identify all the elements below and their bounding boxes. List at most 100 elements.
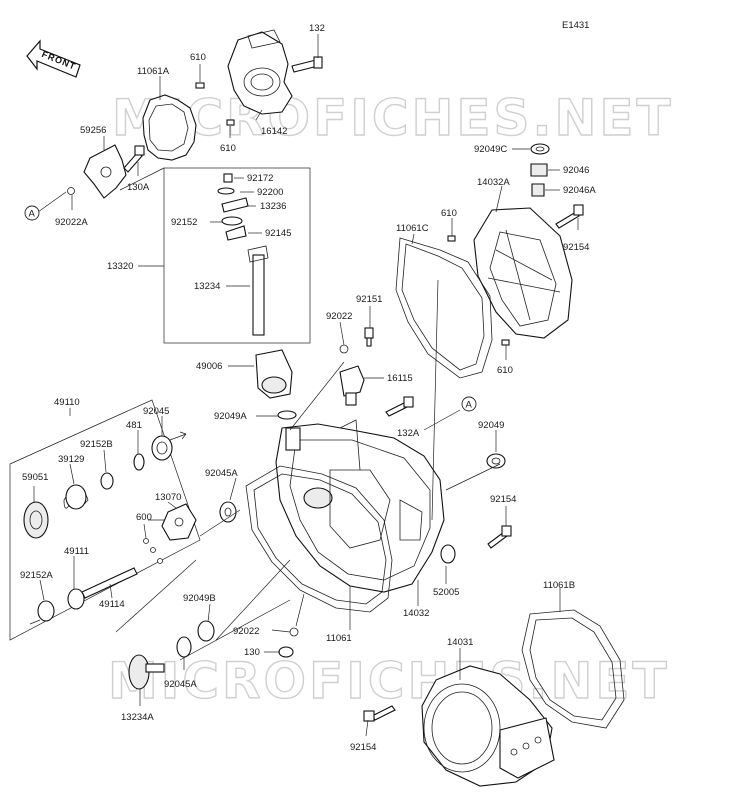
label-49111: 49111 xyxy=(64,546,89,557)
impeller xyxy=(83,144,127,199)
bearing-92046a xyxy=(531,183,545,197)
watermark-top: MICROFICHES.NET xyxy=(112,89,674,147)
balls-600 xyxy=(143,538,163,564)
label-39129: 39129 xyxy=(58,454,84,465)
label-11061: 11061 xyxy=(326,633,352,644)
label-92022b: 92022 xyxy=(233,626,259,637)
label-132a: 132A xyxy=(397,428,420,439)
label-92152a: 92152A xyxy=(20,570,53,581)
label-92154b: 92154 xyxy=(490,494,516,505)
label-16115: 16115 xyxy=(387,373,413,384)
label-92045a-bot: 92045A xyxy=(164,679,197,690)
label-13234a: 13234A xyxy=(121,712,154,723)
assembly-box-49110 xyxy=(9,399,201,641)
label-610d: 610 xyxy=(497,365,513,376)
water-pump-cover xyxy=(227,29,293,115)
label-49110: 49110 xyxy=(54,397,80,408)
label-92022: 92022 xyxy=(326,311,352,322)
seal-52005 xyxy=(440,544,456,564)
dowel-pin-610 xyxy=(195,82,205,89)
label-92022a: 92022A xyxy=(55,217,88,228)
watermark-bottom: MICROFICHES.NET xyxy=(108,652,670,710)
part-labels: 132 610 11061A 16142 610 59256 130A 9202… xyxy=(20,23,596,753)
label-13234: 13234 xyxy=(194,281,220,292)
clutch-cover-14032a xyxy=(473,207,573,339)
washer-92022 xyxy=(339,344,349,354)
label-130: 130 xyxy=(244,647,260,658)
water-pump-cover-gasket xyxy=(142,94,197,161)
label-92200: 92200 xyxy=(257,187,283,198)
label-610c: 610 xyxy=(441,208,457,219)
impeller-13070 xyxy=(161,503,197,541)
seal-92045a-mid xyxy=(219,501,237,523)
label-92145: 92145 xyxy=(265,228,291,239)
seal-92045 xyxy=(151,435,173,461)
label-92154c: 92154 xyxy=(350,742,376,753)
spring-39129 xyxy=(63,484,89,510)
label-11061c: 11061C xyxy=(396,223,429,234)
label-92045a-top: 92045A xyxy=(205,468,238,479)
assembly-box-13320 xyxy=(163,167,311,344)
label-13320: 13320 xyxy=(107,261,133,272)
bolt-92154b xyxy=(487,525,512,549)
label-92049c: 92049C xyxy=(474,144,507,155)
dowel-610d xyxy=(501,339,510,346)
cap-16115 xyxy=(339,365,365,406)
label-481: 481 xyxy=(126,420,142,431)
washer-92152a xyxy=(37,600,55,622)
label-92152: 92152 xyxy=(171,217,197,228)
bolt-92154a xyxy=(555,204,584,229)
label-92152b: 92152B xyxy=(80,439,113,450)
washer-92022a xyxy=(67,187,75,195)
label-13236: 13236 xyxy=(260,201,286,212)
gear-13234a xyxy=(128,654,165,690)
holder-49111 xyxy=(67,588,85,610)
gear-59051 xyxy=(23,501,49,539)
bolt-92151 xyxy=(364,327,374,347)
label-16142: 16142 xyxy=(261,126,287,137)
leader-lines xyxy=(33,34,579,737)
diagram-code: E1431 xyxy=(562,20,589,31)
seal-92045a-bot xyxy=(176,636,192,658)
label-92049b: 92049B xyxy=(183,593,216,604)
label-59256: 59256 xyxy=(80,125,106,136)
label-132: 132 xyxy=(309,23,325,34)
label-11061a: 11061A xyxy=(137,66,170,77)
label-59051: 59051 xyxy=(22,472,48,483)
label-610: 610 xyxy=(190,52,206,63)
seal-92049b xyxy=(197,620,215,642)
front-arrow-icon: FRONT xyxy=(26,39,81,78)
gasket-11061c xyxy=(395,237,493,379)
shaft-parts xyxy=(217,173,249,241)
gasket-11061 xyxy=(245,465,393,613)
label-92049: 92049 xyxy=(478,420,504,431)
svg-text:A: A xyxy=(466,400,473,411)
seal-92049 xyxy=(486,453,506,469)
label-14031: 14031 xyxy=(447,637,473,648)
bolt-132 xyxy=(291,56,323,73)
label-49114: 49114 xyxy=(99,599,125,610)
label-52005: 52005 xyxy=(433,587,459,598)
label-130a: 130A xyxy=(127,182,150,193)
washer-92152b xyxy=(100,472,114,490)
label-92045: 92045 xyxy=(143,406,169,417)
label-92151: 92151 xyxy=(356,294,382,305)
governor-49006 xyxy=(255,349,293,399)
label-92154a: 92154 xyxy=(563,242,589,253)
gasket-11061b xyxy=(521,609,625,729)
label-610b: 610 xyxy=(220,143,236,154)
label-92046a: 92046A xyxy=(563,185,596,196)
shaft-49114 xyxy=(81,567,138,599)
generator-cover-14031 xyxy=(421,665,555,787)
crankcase-cover-14032 xyxy=(275,419,445,593)
label-49006: 49006 xyxy=(196,361,222,372)
label-600: 600 xyxy=(136,512,152,523)
circlip-481 xyxy=(133,453,145,471)
label-92172: 92172 xyxy=(247,173,273,184)
seal-92049c xyxy=(530,143,550,155)
label-13070: 13070 xyxy=(155,492,181,503)
svg-text:A: A xyxy=(29,209,36,220)
dowel-pin-610-b xyxy=(226,119,235,126)
shaft-13234 xyxy=(252,254,265,336)
